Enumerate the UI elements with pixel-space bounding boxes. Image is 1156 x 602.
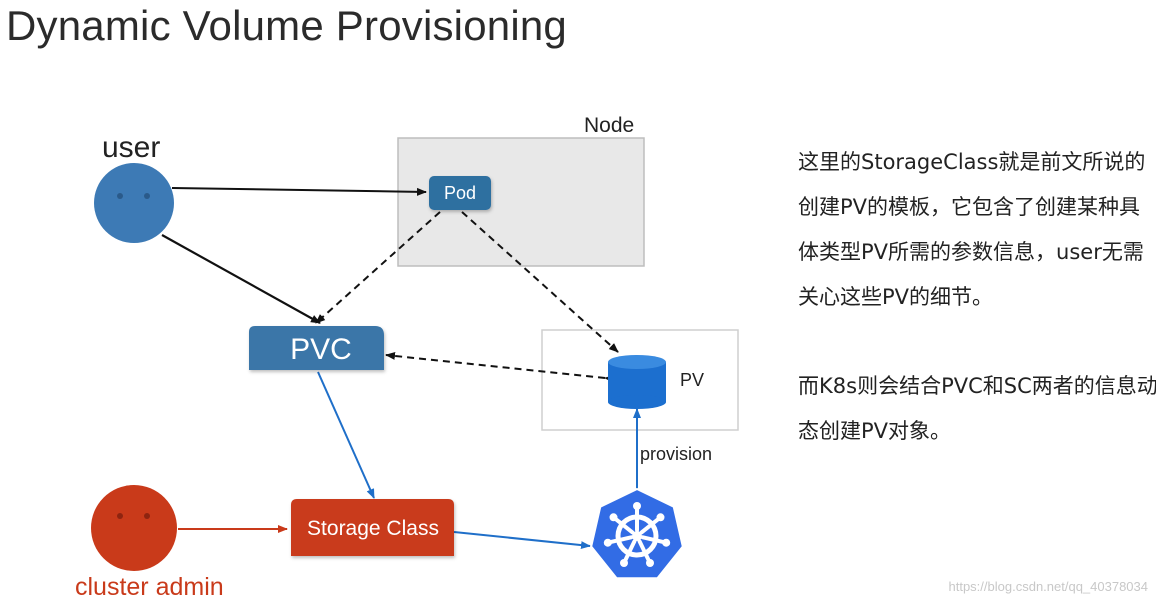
page-title: Dynamic Volume Provisioning [6, 2, 567, 49]
node-label: Node [584, 114, 634, 137]
pv-label: PV [680, 370, 704, 390]
pod-node: Pod [429, 176, 491, 210]
storage-class-label: Storage Class [307, 517, 439, 540]
kubernetes-logo-icon [590, 487, 684, 580]
cluster-admin-label: cluster admin [75, 573, 224, 601]
description-paragraph-2: 而K8s则会结合PVC和SC两者的信息动态创建PV对象。 [798, 374, 1156, 443]
pvc-label: PVC [290, 333, 352, 366]
cluster-admin-avatar-icon [91, 485, 177, 571]
pv-cylinder-icon [608, 355, 666, 409]
edge-user-to-pod [171, 187, 427, 196]
watermark: https://blog.csdn.net/qq_40378034 [948, 579, 1149, 594]
edge-pod-to-pvc [315, 211, 441, 324]
pod-label: Pod [444, 183, 476, 203]
edge-storageclass-to-k8s [453, 531, 591, 550]
user-label: user [102, 131, 160, 164]
edge-pvc-pv-binding [385, 351, 615, 383]
edge-pod-to-pv [461, 211, 619, 353]
provision-label: provision [640, 444, 712, 464]
pvc-node: PVC [249, 326, 384, 370]
edge-pvc-to-storageclass [317, 371, 375, 499]
edge-user-to-pvc [161, 234, 321, 324]
user-avatar-icon [94, 163, 174, 243]
description-paragraph-1: 这里的StorageClass就是前文所说的创建PV的模板，它包含了创建某种具体… [798, 150, 1146, 309]
storage-class-node: Storage Class [291, 499, 454, 556]
description-panel: 这里的StorageClass就是前文所说的创建PV的模板，它包含了创建某种具体… [798, 140, 1156, 454]
